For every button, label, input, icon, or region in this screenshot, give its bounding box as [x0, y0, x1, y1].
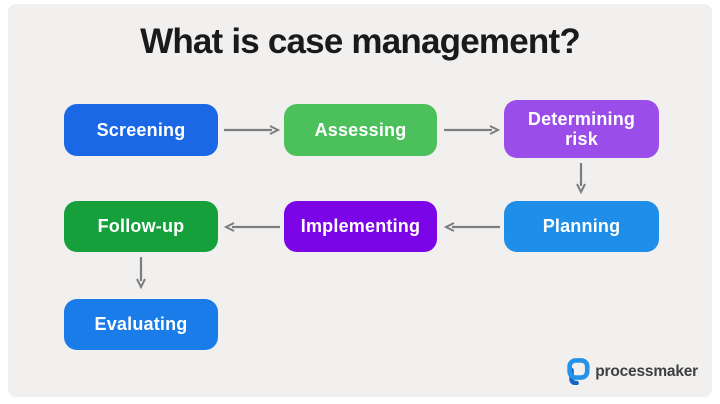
flow-node-label: Evaluating: [94, 314, 188, 335]
flow-node-label: Planning: [542, 216, 621, 237]
flow-node-label: Implementing: [300, 216, 421, 237]
flow-node-assessing: Assessing: [284, 104, 437, 156]
flow-node-label: Screening: [96, 119, 186, 140]
flow-node-label: Determining risk: [527, 108, 636, 149]
processmaker-logo: processmaker: [565, 358, 698, 385]
flow-node-label: Follow-up: [97, 216, 185, 237]
flow-node-screening: Screening: [64, 104, 218, 156]
processmaker-wordmark: processmaker: [595, 362, 698, 380]
flow-node-determining-risk: Determining risk: [504, 100, 659, 158]
page-title: What is case management?: [140, 22, 581, 61]
flow-node-planning: Planning: [504, 201, 659, 252]
flow-node-label: Assessing: [314, 119, 407, 140]
flow-node-follow-up: Follow-up: [64, 201, 218, 252]
flow-node-implementing: Implementing: [284, 201, 437, 252]
flow-node-evaluating: Evaluating: [64, 299, 218, 350]
processmaker-p-icon: [567, 358, 590, 385]
